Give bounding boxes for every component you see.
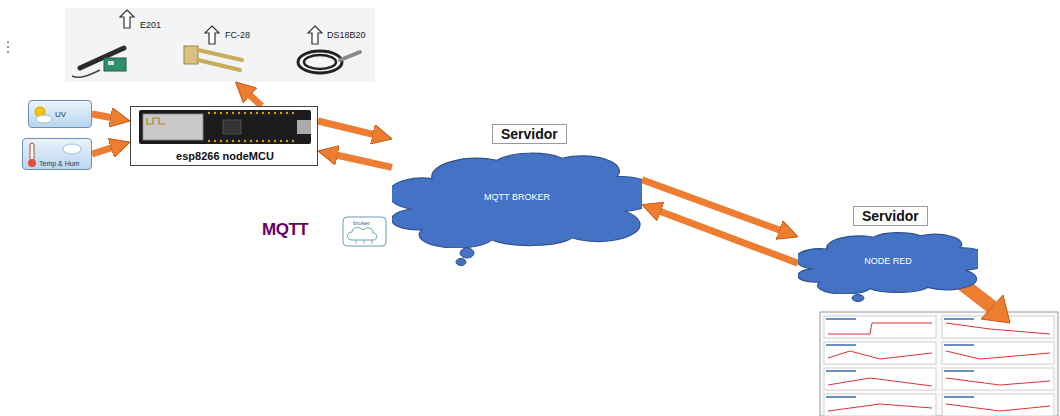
- sensor-panel-backdrop: [65, 8, 375, 82]
- microcontroller-box: esp8266 nodeMCU: [130, 106, 318, 166]
- cloud-label: MQTT BROKER: [484, 192, 550, 202]
- device-label: esp8266 nodeMCU: [176, 150, 274, 163]
- flow-arrow: [92, 146, 117, 154]
- nodemcu-board: [139, 110, 311, 144]
- flow-arrow: [642, 180, 785, 232]
- flow-arrow: [655, 210, 798, 264]
- flow-arrow: [92, 114, 116, 118]
- soil-moisture-sensor: [184, 46, 242, 70]
- sensor-name: E201: [140, 20, 161, 30]
- dashboard-screenshot: [820, 312, 1058, 416]
- ph-probe-sensor: [72, 48, 126, 77]
- flow-arrow: [246, 91, 262, 106]
- cloud-icon: [61, 141, 83, 155]
- broker-icon: [343, 217, 386, 246]
- server-cloud: ServidorNODE RED: [798, 206, 978, 294]
- icon-label: broker: [353, 220, 370, 227]
- margin-dots: [7, 41, 9, 53]
- uv-sensor-icon: UV: [28, 100, 92, 128]
- server-cloud: ServidorMQTT BROKER: [392, 124, 642, 248]
- server-heading: Servidor: [853, 206, 928, 226]
- sensor-panel: E201FC-28 DS18B20: [65, 8, 375, 82]
- temp-hum-icon: Temp & Hum: [22, 138, 92, 170]
- temperature-probe: [298, 51, 360, 73]
- sensor-name: FC-28: [225, 30, 250, 40]
- sensor-name: DS18B20: [327, 30, 366, 40]
- thermometer-icon: [25, 141, 39, 169]
- up-arrow-icons: [120, 10, 322, 44]
- logo-text: MQTT: [262, 220, 308, 240]
- cloud-label: NODE RED: [864, 256, 912, 266]
- flow-arrow: [318, 121, 378, 136]
- server-heading: Servidor: [492, 124, 567, 144]
- icon-label: UV: [55, 110, 66, 119]
- icon-label: Temp & Hum: [39, 160, 79, 168]
- sun-cloud-icon: [31, 103, 53, 125]
- flow-arrow: [332, 154, 392, 167]
